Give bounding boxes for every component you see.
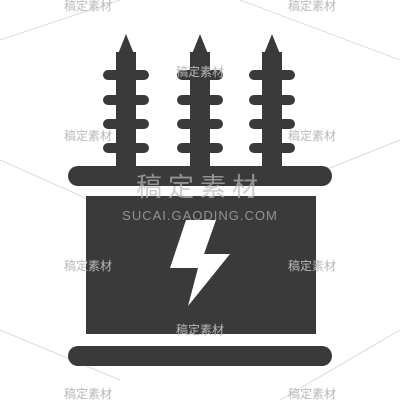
- watermark-text: 稿定素材: [64, 128, 112, 143]
- top-rail: [68, 166, 332, 186]
- watermark: 稿定素材 稿定素材 稿定素材 稿定素材 稿定素材 稿定素材 SUCAI.GAOD…: [64, 0, 336, 400]
- watermark-text: 稿定素材: [64, 386, 112, 400]
- watermark-text: 稿定素材: [176, 64, 224, 79]
- insulator-disc: [249, 70, 295, 80]
- bushing-left: [103, 34, 149, 170]
- insulator-disc: [177, 119, 223, 129]
- bushing-middle: [177, 34, 223, 170]
- insulator-disc: [249, 143, 295, 153]
- lightning-bolt-icon: [170, 220, 230, 306]
- watermark-text: 稿定素材: [64, 0, 112, 13]
- insulator-disc: [103, 119, 149, 129]
- bottom-rail: [68, 346, 332, 366]
- insulator-disc: [249, 95, 295, 105]
- watermark-text-large: 稿定素材: [136, 172, 264, 202]
- insulator-disc: [177, 95, 223, 105]
- bushing-stem: [262, 52, 282, 170]
- watermark-text: 稿定素材: [288, 386, 336, 400]
- bushing-right: [249, 34, 295, 170]
- watermark-url: SUCAI.GAODING.COM: [122, 208, 278, 223]
- insulator-disc: [177, 143, 223, 153]
- insulator-disc: [103, 143, 149, 153]
- watermark-text: 稿定素材: [288, 128, 336, 143]
- bushing-tip: [264, 34, 280, 54]
- bushing-tip: [192, 34, 208, 54]
- watermark-text: 稿定素材: [288, 0, 336, 13]
- watermark-text: 稿定素材: [288, 258, 336, 273]
- watermark-text: 稿定素材: [64, 258, 112, 273]
- insulator-disc: [103, 95, 149, 105]
- watermark-text: 稿定素材: [176, 322, 224, 337]
- bushing-stem: [116, 52, 136, 170]
- insulator-disc: [103, 70, 149, 80]
- bushing-tip: [118, 34, 134, 54]
- insulator-disc: [177, 70, 223, 80]
- insulator-disc: [249, 119, 295, 129]
- bushing-stem: [190, 52, 210, 170]
